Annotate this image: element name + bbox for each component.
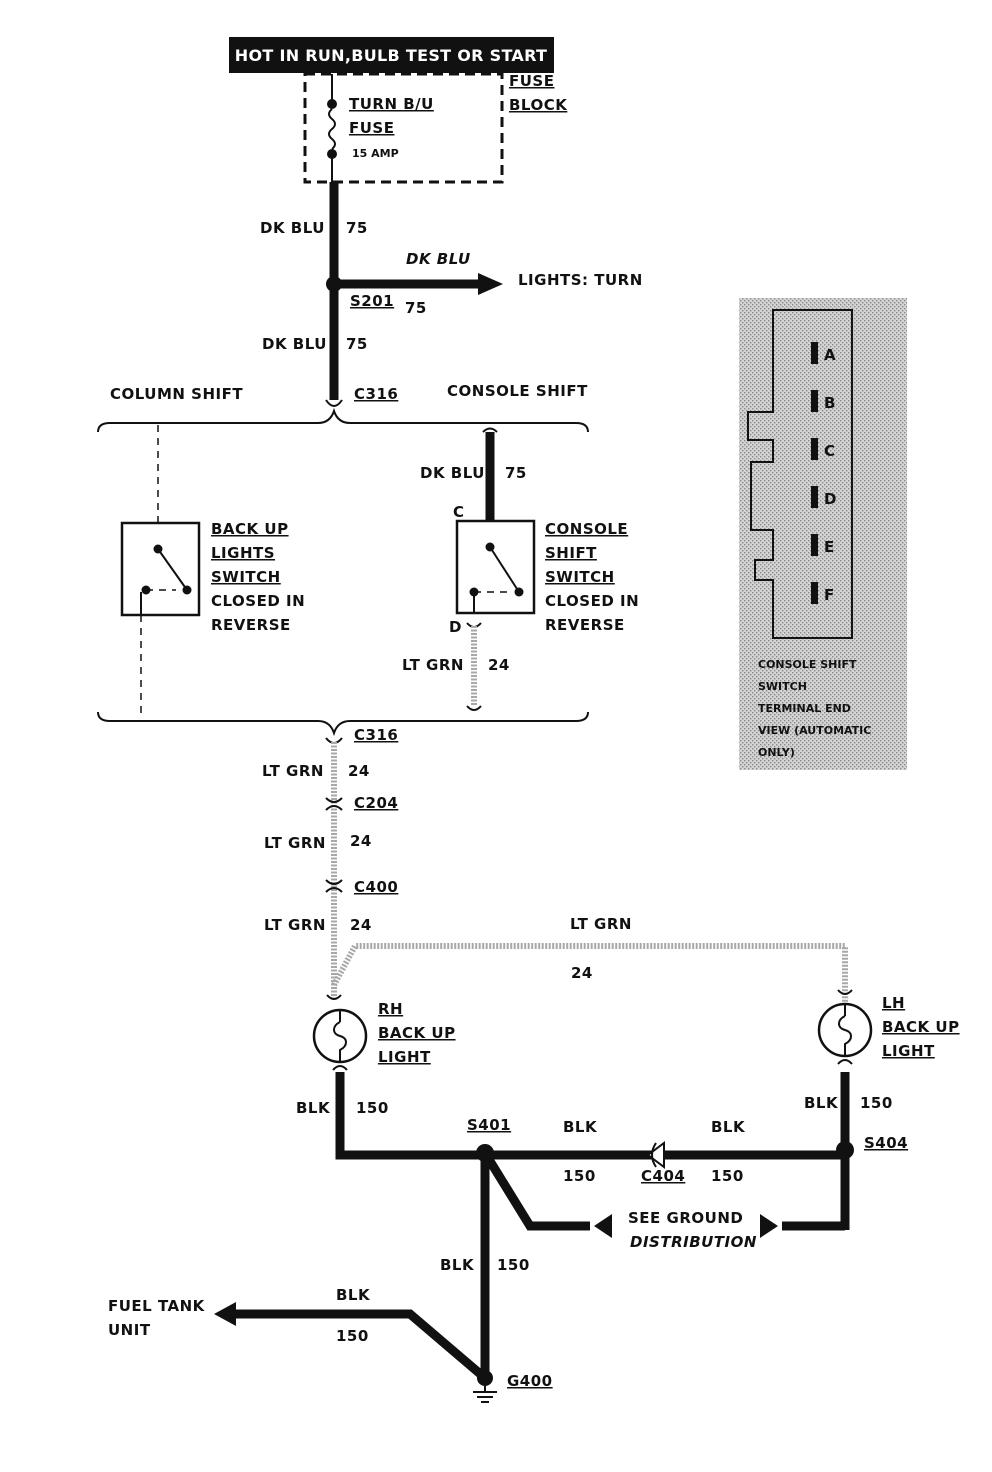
terminal-caption-line5: ONLY) [758,746,795,759]
circuit-150: 150 [356,1099,389,1117]
circuit-24: 24 [488,656,510,674]
circuit-24: 24 [571,964,593,982]
fuse-rating: 15 AMP [352,147,399,160]
wire-color-dk-blu: DK BLU [262,335,327,353]
backup-switch-line4: CLOSED IN [211,592,305,610]
lh-light-line1: LH [882,994,905,1012]
pin-d-label: D [824,490,837,508]
console-switch-line5: REVERSE [545,616,625,634]
fuel-tank-line1: FUEL TANK [108,1297,206,1315]
backup-lights-switch: BACK UP LIGHTS SWITCH CLOSED IN REVERSE [120,425,305,713]
wire-color-blk: BLK [711,1118,746,1136]
backup-switch-line1: BACK UP [211,520,289,538]
lh-light-line2: BACK UP [882,1018,960,1036]
terminal-end-view-panel: A B C D E F CONSOLE SHIFT SWITCH TERMINA… [739,298,907,770]
pin-e-label: E [824,538,835,556]
fuse-name-line2: FUSE [349,119,394,137]
ground-distribution-line1: SEE GROUND [628,1209,743,1227]
connector-c204: C204 [354,794,398,812]
terminal-c-label: C [453,503,465,521]
circuit-24: 24 [350,916,372,934]
lt-grn-run: C316 LT GRN 24 C204 LT GRN 24 C400 LT GR… [262,726,848,1010]
backup-switch-line5: REVERSE [211,616,291,634]
rh-light-line3: LIGHT [378,1048,431,1066]
circuit-150: 150 [711,1167,744,1185]
splice-s201: S201 [350,292,394,310]
terminal-caption-line2: SWITCH [758,680,807,693]
fuel-tank-line2: UNIT [108,1321,151,1339]
wire-color-blk: BLK [440,1256,475,1274]
circuit-75: 75 [346,335,368,353]
wire-color-lt-grn: LT GRN [402,656,464,674]
circuit-75: 75 [505,464,527,482]
ground-g400: G400 [507,1372,553,1390]
console-switch-line2: SHIFT [545,544,597,562]
console-switch-line3: SWITCH [545,568,615,586]
splice-s404: S404 [864,1134,908,1152]
splice-s401: S401 [467,1116,511,1134]
wire-color-blk: BLK [563,1118,598,1136]
circuit-75: 75 [405,299,427,317]
pin-f-label: F [824,586,835,604]
console-switch-line1: CONSOLE [545,520,628,538]
console-switch-line4: CLOSED IN [545,592,639,610]
circuit-75: 75 [346,219,368,237]
backup-switch-line2: LIGHTS [211,544,275,562]
fuse-name-line1: TURN B/U [349,95,434,113]
rh-light-line1: RH [378,1000,403,1018]
fuse-block-label-line1: FUSE [509,72,554,90]
power-header: HOT IN RUN,BULB TEST OR START [229,37,554,73]
circuit-24: 24 [350,832,372,850]
lh-backup-light: LH BACK UP LIGHT [817,989,960,1065]
wire-color-dk-blu: DK BLU [260,219,325,237]
wire-color-lt-grn: LT GRN [570,915,632,933]
shift-options-brace-top: COLUMN SHIFT CONSOLE SHIFT [97,382,589,433]
fuse-block-label-line2: BLOCK [509,96,568,114]
terminal-caption-line4: VIEW (AUTOMATIC [758,724,871,737]
connector-c316-bottom: C316 [354,726,398,744]
power-header-title: HOT IN RUN,BULB TEST OR START [235,46,547,65]
ground-distribution-line2: DISTRIBUTION [630,1233,757,1251]
circuit-150: 150 [860,1094,893,1112]
backup-switch-line3: SWITCH [211,568,281,586]
wire-color-lt-grn: LT GRN [262,762,324,780]
ground-wiring: BLK 150 BLK 150 S401 BLK BLK 150 C404 15… [108,1072,908,1403]
pin-c-label: C [824,442,836,460]
wire-color-lt-grn: LT GRN [264,916,326,934]
dk-blu-feed: DK BLU 75 DK BLU LIGHTS: TURN S201 75 DK… [260,182,643,407]
terminal-caption-line3: TERMINAL END [758,702,851,715]
fuse-block: TURN B/U FUSE 15 AMP FUSE BLOCK [303,72,568,184]
console-shift-switch: DK BLU 75 C D LT GRN 24 CONSOLE SHIFT SW… [402,427,639,711]
rh-backup-light: RH BACK UP LIGHT [312,994,456,1071]
circuit-24: 24 [348,762,370,780]
console-shift-label: CONSOLE SHIFT [447,382,588,400]
terminal-d-label: D [449,618,462,636]
pin-a-label: A [824,346,836,364]
connector-c404: C404 [641,1167,685,1185]
lights-turn-label: LIGHTS: TURN [518,271,643,289]
wire-color-blk: BLK [336,1286,371,1304]
wire-color-lt-grn: LT GRN [264,834,326,852]
pin-b-label: B [824,394,836,412]
wire-color-dk-blu: DK BLU [406,250,471,268]
circuit-150: 150 [563,1167,596,1185]
connector-c316-top: C316 [354,385,398,403]
wire-color-blk: BLK [296,1099,331,1117]
lh-light-line3: LIGHT [882,1042,935,1060]
terminal-caption-line1: CONSOLE SHIFT [758,658,857,671]
column-shift-label: COLUMN SHIFT [110,385,243,403]
circuit-150: 150 [497,1256,530,1274]
wire-color-blk: BLK [804,1094,839,1112]
wire-color-dk-blu: DK BLU [420,464,485,482]
connector-c400: C400 [354,878,398,896]
rh-light-line2: BACK UP [378,1024,456,1042]
circuit-150: 150 [336,1327,369,1345]
shift-options-brace-bottom [97,711,589,737]
